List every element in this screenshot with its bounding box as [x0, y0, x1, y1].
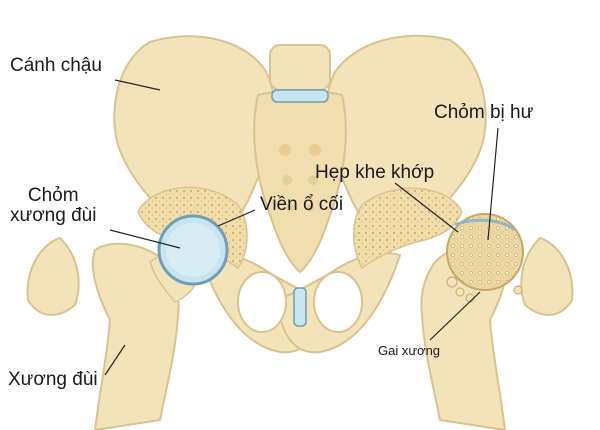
label-femur: Xương đùi [8, 369, 98, 390]
pubic-symphysis [293, 287, 307, 327]
label-femoral-head-line1: Chỏm [27, 185, 79, 206]
label-narrowed-joint-space: Hẹp khe khớp [315, 162, 435, 183]
label-femoral-head: Chỏm xương đùi [10, 186, 96, 226]
label-iliac-wing: Cánh chậu [10, 55, 102, 76]
right-obturator-foramen [313, 271, 363, 333]
right-acetabulum [353, 187, 463, 270]
lumbar-vertebra [269, 44, 331, 91]
right-femoral-head-damaged [446, 213, 524, 291]
sacral-foramina [279, 144, 321, 212]
label-acetabular-rim: Viền ổ cối [260, 194, 344, 215]
sacrum [253, 88, 347, 274]
label-bone-spur: Gai xương [378, 343, 441, 358]
label-femoral-head-line2: xương đùi [10, 204, 97, 226]
intervertebral-disc [271, 89, 329, 103]
left-obturator-foramen [237, 271, 287, 333]
label-damaged-head: Chỏm bị hư [434, 102, 534, 123]
pointer-lines [104, 79, 499, 376]
